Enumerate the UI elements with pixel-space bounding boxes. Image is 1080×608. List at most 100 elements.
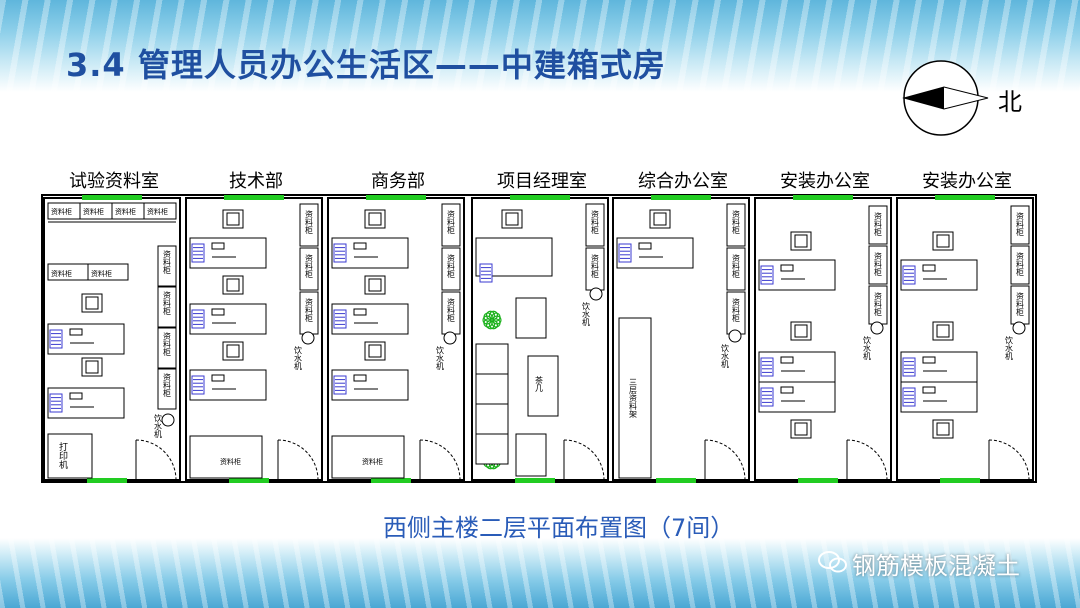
room-2-desk-2 [189,303,267,335]
room-1-seat-2-inner [85,360,99,374]
room-2-side-shelf-text-3: 资料柜 [305,297,314,323]
room-5-side-shelf-text-1: 资料柜 [732,209,741,235]
room-3-seat-3-inner [368,344,382,358]
room-2-desk-2-chair [191,309,205,329]
room-3-side-shelf-text-3: 资料柜 [447,297,456,323]
room-4-sofa-bottom [515,433,547,477]
room-7-label: 安装办公室 [922,171,1012,192]
room-4-manager-desk [475,237,553,277]
room-6-desk-2-chair [760,357,774,377]
room-7-side-shelf-text-3: 资料柜 [1016,291,1025,317]
room-6-side-shelf-text-2: 资料柜 [874,251,883,277]
slide-title: 3.4 管理人员办公生活区——中建箱式房 [66,46,666,84]
room-2-window-top [224,195,284,200]
room-1-side-shelf-4 [157,368,177,410]
room-1-window-bottom [87,478,127,483]
room-1-mid-shelf-text-1: 资料柜 [51,269,72,278]
room-4-sofa-seat-2 [475,373,509,405]
room-3-desk-2-monitor [353,308,367,316]
room-1-side-shelf-text-4: 资料柜 [163,372,172,398]
room-2-seat-3-inner [226,344,240,358]
room-5-desk-1-monitor [638,242,652,250]
room-3-side-shelf-text-2: 资料柜 [447,253,456,279]
room-1-desk-2-chair [49,393,63,413]
room-3-water-text: 饮水机 [436,345,445,371]
room-5-door-swing [704,439,746,481]
room-2-window-bottom [229,478,269,483]
room-3-window-bottom [371,478,411,483]
room-7-side-shelf-1 [1010,205,1030,245]
room-2-side-shelf-1 [299,203,319,247]
room-3-side-shelf-text-1: 资料柜 [447,209,456,235]
room-4-label: 项目经理室 [497,171,587,192]
room-5-water-text: 饮水机 [721,343,730,369]
room-1-desk-2-monitor [69,392,83,400]
room-6-desk-3-chair [760,387,774,407]
room-3-desk-3-chair [333,375,347,395]
room-1-printer-table [47,433,93,479]
room-6-window-bottom [798,478,838,483]
room-7-side-shelf-text-2: 资料柜 [1016,251,1025,277]
room-2-bottom-cabinet [189,435,263,479]
room-2-seat-1-inner [226,212,240,226]
room-5-long-shelf [618,317,652,479]
room-5-water-dispenser [728,329,742,343]
room-1-side-shelf-3 [157,327,177,369]
room-5-long-shelf-text: 三层资料架 [629,378,638,419]
room-6-seat-2-inner [794,324,808,338]
room-1-top-shelf-text-3: 资料柜 [115,207,136,216]
room-5-side-shelf-text-2: 资料柜 [732,253,741,279]
room-6-seat-1-inner [794,234,808,248]
room-3-desk-3-monitor [353,374,367,382]
room-7-seat-3-inner [936,422,950,436]
watermark-text: 钢筋模板混凝土 [852,552,1020,580]
room-1-label: 试验资料室 [69,171,159,192]
room-6-label: 安装办公室 [780,171,870,192]
room-4-side-shelf-text-1: 资料柜 [591,209,600,235]
room-6-side-shelf-text-3: 资料柜 [874,291,883,317]
room-6-desk-1-chair [760,265,774,285]
room-4-side-shelf-text-2: 资料柜 [591,253,600,279]
room-7-water-dispenser [1012,321,1026,335]
room-2-water-dispenser [301,331,315,345]
room-3-door-swing [419,439,461,481]
north-label: 北 [998,88,1022,116]
room-7-desk-3-monitor [922,386,936,394]
room-1-top-shelf-text-4: 资料柜 [147,207,168,216]
room-5-label: 综合办公室 [638,171,728,192]
room-4-water-text: 饮水机 [582,301,591,327]
room-1-desk-1-monitor [69,328,83,336]
room-3-bottom-cabinet-text: 资料柜 [362,457,383,466]
room-1-desk-1-chair [49,329,63,349]
room-6-water-text: 饮水机 [863,335,872,361]
room-2-desk-1-chair [191,243,205,263]
room-2-side-shelf-text-2: 资料柜 [305,253,314,279]
room-2-water-text: 饮水机 [294,345,303,371]
room-4-sofa-top [515,297,547,339]
room-2-side-shelf-text-1: 资料柜 [305,209,314,235]
room-3-label: 商务部 [371,171,425,192]
room-7-desk-1-monitor [922,264,936,272]
room-7-window-bottom [940,478,980,483]
room-1-mid-shelf-2 [87,263,129,281]
room-2-bottom-cabinet-text: 资料柜 [220,457,241,466]
room-1-side-shelf-text-3: 资料柜 [163,331,172,357]
room-1-door-swing [135,439,177,481]
room-2-door-swing [277,439,319,481]
room-1-water-text: 饮水机 [154,413,163,439]
room-2-desk-2-monitor [211,308,225,316]
room-3-side-shelf-1 [441,203,461,247]
room-7-desk-2-monitor [922,356,936,364]
room-5-side-shelf-1 [726,203,746,247]
room-7-desk-3-chair [902,387,916,407]
room-7-desk-1-chair [902,265,916,285]
room-3-water-dispenser [443,331,457,345]
room-2-side-shelf-2 [299,247,319,291]
room-1-seat-1-inner [85,296,99,310]
room-3-side-shelf-2 [441,247,461,291]
room-1-top-shelf-4 [143,202,177,220]
room-5-side-shelf-text-3: 资料柜 [732,297,741,323]
room-5-seat-1-inner [653,212,667,226]
room-4-window-bottom [515,478,555,483]
room-5-window-bottom [656,478,696,483]
